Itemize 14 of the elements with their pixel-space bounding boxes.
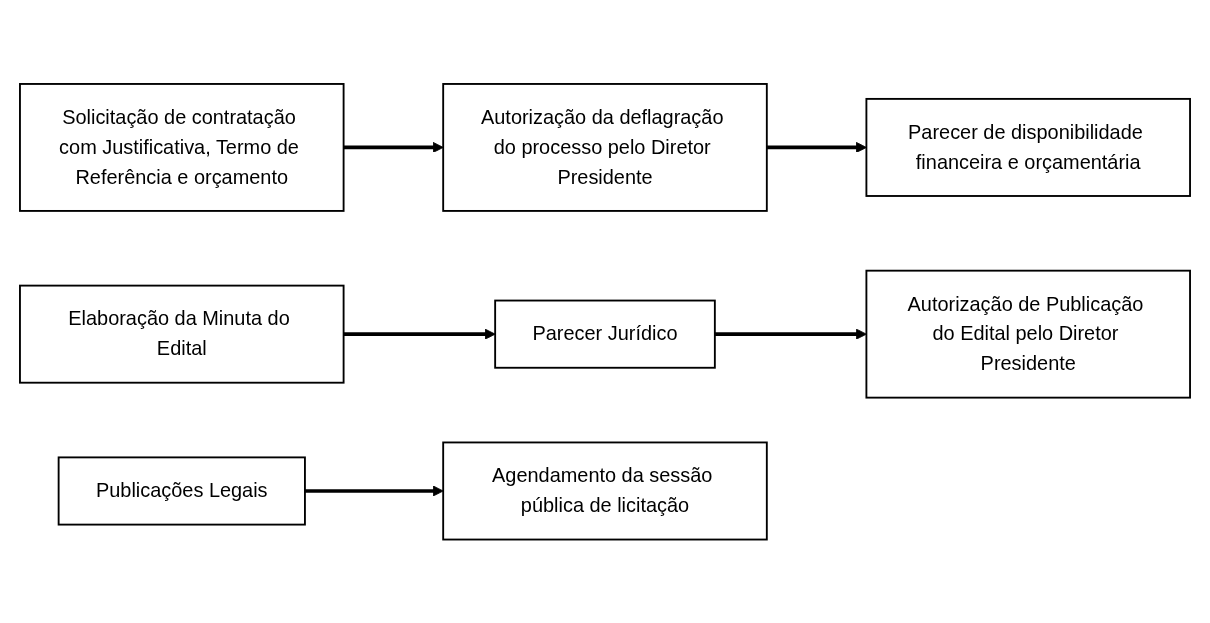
arrow — [714, 328, 867, 340]
node-box — [442, 441, 768, 541]
arrow — [343, 328, 496, 340]
flowchart: Solicitação de contratação com Justificativa, Termo de Referência e orçamento Autorização da deflagração do processo pelo Diretor Presidente Parecer de disponibilidade financeira e orçamentária Elaboração da Minuta do Edital Parecer Jurídico Autorização de Publicação do Edital pelo Diretor Presidente Publicações Legais Agendamento da sessão pública de licitação — [10, 73, 1200, 550]
arrow — [304, 485, 444, 497]
node-box — [865, 269, 1191, 399]
node-box — [57, 456, 306, 526]
node-box — [494, 299, 716, 369]
node-box — [19, 284, 345, 384]
arrow — [343, 141, 444, 153]
node-box — [19, 82, 345, 212]
arrow — [766, 141, 867, 153]
node-box — [442, 82, 768, 212]
node-box — [865, 97, 1191, 197]
